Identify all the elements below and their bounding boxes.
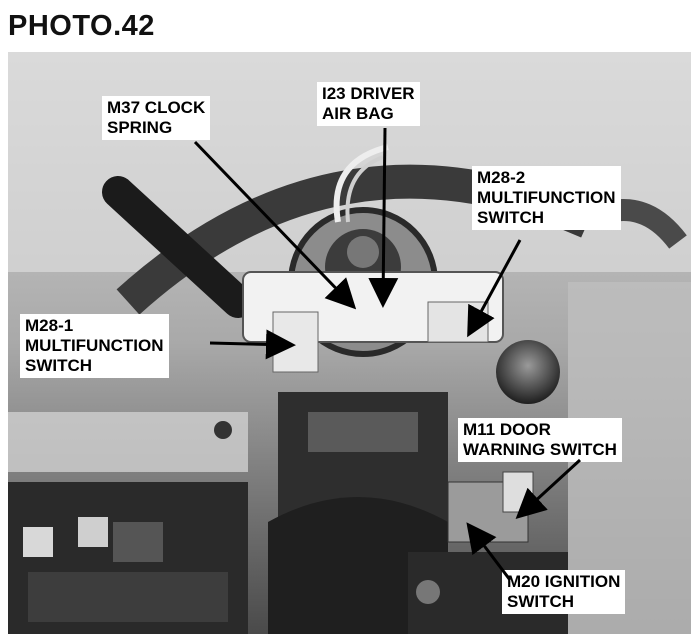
callout-m37-line1: M37 CLOCK bbox=[107, 98, 206, 117]
ignition-knob bbox=[496, 340, 560, 404]
callout-m28-1-line3: SWITCH bbox=[25, 356, 93, 375]
callout-m28-2-line1: M28-2 bbox=[477, 168, 526, 187]
callout-m28-2-line3: SWITCH bbox=[477, 208, 545, 227]
callout-m20-line1: M20 IGNITION bbox=[507, 572, 621, 591]
callout-m11-line2: WARNING SWITCH bbox=[463, 440, 617, 459]
callout-i23-line1: I23 DRIVER bbox=[322, 84, 415, 103]
callout-m37-line2: SPRING bbox=[107, 118, 173, 137]
callout-m37-clock-spring: M37 CLOCK SPRING bbox=[102, 96, 211, 140]
callout-m11-door-warning-switch: M11 DOOR WARNING SWITCH bbox=[458, 418, 622, 462]
callout-m28-2-multifunction-switch: M28-2 MULTIFUNCTION SWITCH bbox=[472, 166, 621, 230]
callout-i23-line2: AIR BAG bbox=[322, 104, 394, 123]
photo-title: PHOTO.42 bbox=[8, 10, 155, 42]
callout-m20-ignition-switch: M20 IGNITION SWITCH bbox=[502, 570, 626, 614]
callout-m28-1-line1: M28-1 bbox=[25, 316, 74, 335]
callout-m11-line1: M11 DOOR bbox=[463, 420, 551, 439]
callout-m28-1-multifunction-switch: M28-1 MULTIFUNCTION SWITCH bbox=[20, 314, 169, 378]
callout-m28-1-line2: MULTIFUNCTION bbox=[25, 336, 164, 355]
callout-m20-line2: SWITCH bbox=[507, 592, 575, 611]
callout-m28-2-line2: MULTIFUNCTION bbox=[477, 188, 616, 207]
callout-i23-driver-airbag: I23 DRIVER AIR BAG bbox=[317, 82, 420, 126]
